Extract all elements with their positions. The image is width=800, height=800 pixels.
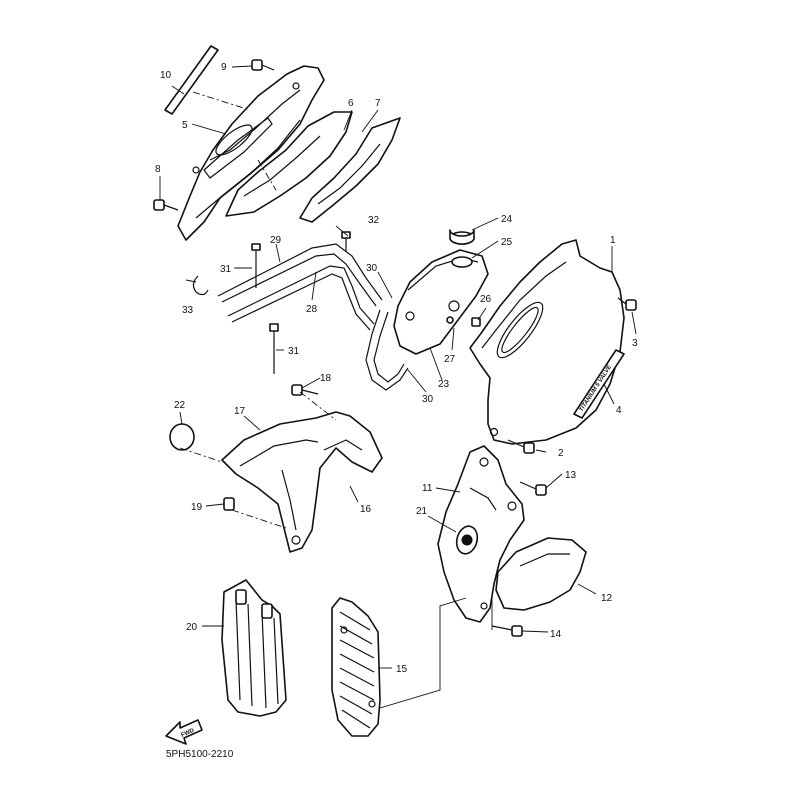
callout-1: 1 bbox=[610, 235, 616, 246]
bolt-3 bbox=[617, 297, 637, 311]
hose-28 bbox=[227, 265, 375, 331]
callout-11: 11 bbox=[422, 483, 433, 494]
callout-20: 20 bbox=[186, 622, 198, 633]
callout-15: 15 bbox=[396, 664, 408, 675]
tank-23 bbox=[393, 249, 489, 355]
bolt-9 bbox=[251, 59, 275, 71]
callout-6: 6 bbox=[348, 98, 354, 109]
callout-10: 10 bbox=[160, 70, 172, 81]
guard-16 bbox=[221, 411, 383, 553]
diagram-code: 5PH5100-2210 bbox=[166, 749, 234, 760]
callout-25: 25 bbox=[501, 237, 513, 248]
callout-31-upper: 31 bbox=[220, 264, 232, 275]
bolt-8 bbox=[153, 199, 179, 211]
grommet-22 bbox=[169, 423, 195, 451]
callout-33: 33 bbox=[182, 305, 194, 316]
callout-4: 4 bbox=[616, 405, 622, 416]
grille-15 bbox=[331, 597, 381, 737]
callout-21: 21 bbox=[416, 506, 428, 517]
callout-29: 29 bbox=[270, 235, 282, 246]
callouts: 1 2 3 4 5 6 7 8 9 10 11 12 13 14 15 16 1… bbox=[155, 62, 638, 675]
callout-26: 26 bbox=[480, 294, 492, 305]
callout-23: 23 bbox=[438, 379, 450, 390]
bolt-2 bbox=[507, 439, 535, 454]
callout-24: 24 bbox=[501, 214, 513, 225]
guard-11 bbox=[437, 445, 525, 623]
callout-13: 13 bbox=[565, 470, 577, 481]
callout-32: 32 bbox=[368, 215, 380, 226]
bolt-14 bbox=[491, 625, 523, 637]
hose-30 bbox=[365, 309, 409, 391]
part-10-strip bbox=[164, 45, 219, 115]
callout-14: 14 bbox=[550, 629, 562, 640]
cover-12 bbox=[495, 537, 587, 611]
bolt-32 bbox=[341, 231, 351, 252]
bolt-18 bbox=[291, 384, 319, 396]
clamp-33 bbox=[192, 275, 209, 296]
callout-9: 9 bbox=[221, 62, 227, 73]
callout-18: 18 bbox=[320, 373, 332, 384]
part-6-pad bbox=[225, 111, 353, 217]
bolt-31-lower bbox=[269, 323, 279, 374]
neck-25 bbox=[451, 256, 473, 268]
callout-16: 16 bbox=[360, 504, 372, 515]
callout-30-lower: 30 bbox=[422, 394, 434, 405]
bolt-19 bbox=[223, 497, 235, 511]
callout-12: 12 bbox=[601, 593, 613, 604]
callout-2: 2 bbox=[558, 448, 564, 459]
grille-20 bbox=[221, 579, 287, 717]
callout-31-lower: 31 bbox=[288, 346, 300, 357]
part-5-side-cover bbox=[177, 65, 325, 241]
callout-3: 3 bbox=[632, 338, 638, 349]
callout-17: 17 bbox=[234, 406, 246, 417]
bolt-31-upper bbox=[251, 243, 261, 288]
leader-lines bbox=[159, 65, 637, 669]
hose-29 bbox=[217, 243, 383, 307]
part-7-pad bbox=[299, 117, 401, 223]
callout-7: 7 bbox=[375, 98, 381, 109]
callout-27: 27 bbox=[444, 354, 456, 365]
callout-28: 28 bbox=[306, 304, 318, 315]
washer-27 bbox=[446, 316, 454, 324]
cap-24 bbox=[449, 229, 475, 245]
emblem-21 bbox=[455, 525, 479, 555]
bolt-13 bbox=[519, 481, 547, 496]
callout-30-upper: 30 bbox=[366, 263, 378, 274]
shroud-1 bbox=[469, 239, 625, 445]
callout-5: 5 bbox=[182, 120, 188, 131]
callout-8: 8 bbox=[155, 164, 161, 175]
callout-22: 22 bbox=[174, 400, 186, 411]
callout-19: 19 bbox=[191, 502, 203, 513]
fwd-label: FWD bbox=[180, 728, 196, 739]
fwd-arrow-icon: FWD bbox=[165, 719, 203, 745]
